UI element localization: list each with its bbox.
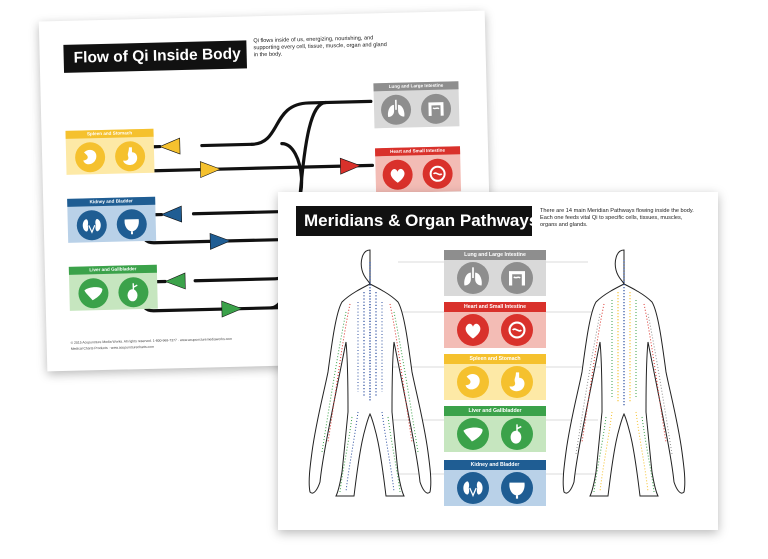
gallbladder-icon [501, 418, 533, 450]
intestine-icon [420, 93, 452, 125]
intestine-icon [501, 262, 533, 294]
small-intestine-icon [501, 314, 533, 346]
liver-arrow-out [221, 300, 243, 318]
card-label: Kidney and Bladder [444, 460, 546, 470]
lungs-icon [457, 262, 489, 294]
meridian-figures [308, 249, 686, 497]
meridians-organ-pathways-poster: Meridians & Organ Pathways There are 14 … [278, 192, 718, 530]
card-liver-gallbladder: Liver and Gallbladder [68, 264, 158, 311]
card-label: Spleen and Stomach [65, 128, 154, 139]
card-liver-gallbladder: Liver and Gallbladder [444, 406, 546, 452]
card-lung-large-intestine: Lung and Large Intestine [444, 250, 546, 296]
card-label: Kidney and Bladder [67, 196, 156, 207]
card-heart-small-intestine: Heart and Small Intestine [444, 302, 546, 348]
liver-arrow-in [164, 272, 186, 290]
card-label: Heart and Small Intestine [374, 146, 461, 157]
spleen-arrow-in [159, 137, 181, 155]
stomach-icon [114, 140, 146, 172]
spleen-icon [457, 366, 489, 398]
kidney-arrow-out [209, 232, 232, 250]
card-lung-large-intestine: Lung and Large Intestine [373, 81, 460, 129]
kidney-arrow-in [160, 205, 183, 223]
card-label: Lung and Large Intestine [444, 250, 546, 260]
liver-icon [78, 277, 109, 309]
card-kidney-bladder: Kidney and Bladder [444, 460, 546, 506]
poster-intro-text: There are 14 main Meridian Pathways flow… [540, 208, 694, 228]
heart-icon [382, 159, 414, 191]
flow-of-qi-poster: Flow of Qi Inside Body Qi flows inside o… [38, 10, 494, 372]
card-spleen-stomach: Spleen and Stomach [65, 128, 155, 175]
heart-arrow-in [339, 157, 362, 175]
card-spleen-stomach: Spleen and Stomach [444, 354, 546, 400]
front-view-figure [562, 249, 686, 497]
card-label: Lung and Large Intestine [373, 81, 459, 92]
bladder-icon [501, 472, 533, 504]
card-label: Liver and Gallbladder [444, 406, 546, 416]
card-label: Liver and Gallbladder [68, 264, 157, 275]
gallbladder-icon [118, 276, 149, 308]
poster-title: Meridians & Organ Pathways [296, 206, 538, 236]
card-heart-small-intestine: Heart and Small Intestine [374, 146, 462, 194]
stomach-icon [501, 366, 533, 398]
card-label: Heart and Small Intestine [444, 302, 546, 312]
heart-icon [457, 314, 489, 346]
flow-arrows [159, 137, 362, 318]
bladder-icon [116, 208, 148, 240]
back-view-figure [308, 249, 432, 497]
small-intestine-icon [422, 158, 453, 190]
spleen-arrow-out [199, 161, 222, 179]
spleen-icon [74, 141, 106, 173]
card-kidney-bladder: Kidney and Bladder [67, 196, 157, 243]
kidney-icon [457, 472, 489, 504]
liver-icon [457, 418, 489, 450]
card-label: Spleen and Stomach [444, 354, 546, 364]
kidney-icon [76, 209, 108, 241]
lungs-icon [380, 94, 412, 126]
